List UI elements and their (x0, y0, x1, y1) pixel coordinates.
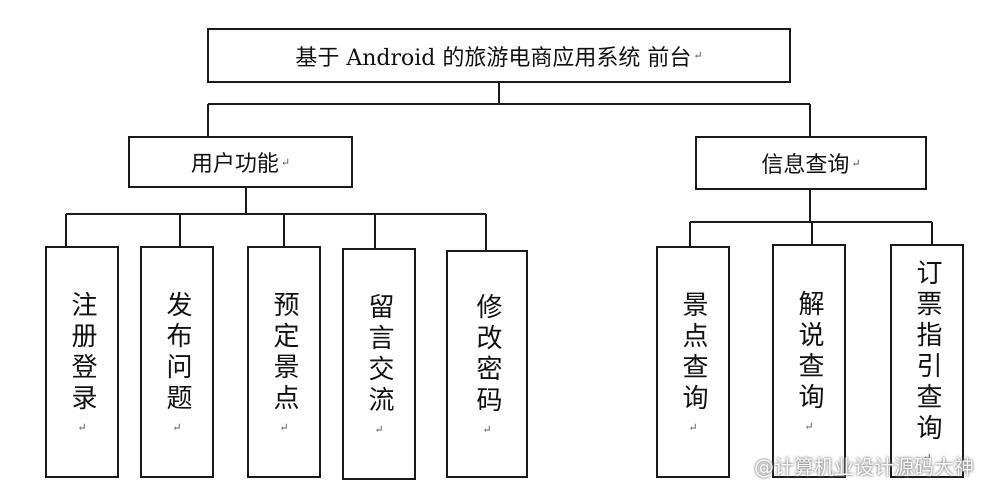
return-mark: ↵ (280, 155, 291, 169)
leaf-box-guide-query: 解说查询 ↵ (772, 244, 846, 478)
return-mark: ↵ (851, 156, 861, 170)
leaf-label-ticket-guide-query: 订票指引查询 (912, 258, 942, 445)
leaf-box-ticket-guide-query: 订票指引查询 ↵ (890, 244, 964, 478)
leaf-box-message-exchange: 留言交流 ↵ (342, 248, 416, 480)
leaf-label-message-exchange: 留言交流 (364, 292, 394, 417)
watermark: @计算机业设计源码大神 (754, 455, 974, 479)
leaf-label-register-login: 注册登录 (67, 290, 97, 415)
return-mark: ↵ (688, 420, 698, 434)
leaf-label-book-attraction: 预定景点 (269, 290, 299, 415)
group-label-info-query: 信息查询 (761, 153, 850, 178)
leaf-box-register-login: 注册登录 ↵ (45, 246, 119, 478)
return-mark: ↵ (693, 49, 703, 62)
leaf-label-post-question: 发布问题 (162, 290, 192, 415)
root-label: 基于 Android 的旅游电商应用系统 前台 (295, 45, 692, 71)
leaf-label-guide-query: 解说查询 (794, 289, 824, 414)
return-mark: ↵ (172, 420, 182, 434)
leaf-box-post-question: 发布问题 ↵ (140, 246, 214, 478)
leaf-box-book-attraction: 预定景点 ↵ (247, 246, 321, 478)
root-box: 基于 Android 的旅游电商应用系统 前台↵ (207, 28, 791, 83)
leaf-box-change-password: 修改密码 ↵ (446, 250, 528, 478)
return-mark: ↵ (77, 420, 87, 434)
return-mark: ↵ (374, 422, 384, 436)
return-mark: ↵ (482, 422, 492, 436)
leaf-box-attraction-query: 景点查询 ↵ (656, 246, 730, 478)
leaf-label-attraction-query: 景点查询 (678, 290, 708, 415)
leaf-label-change-password: 修改密码 (472, 292, 502, 417)
return-mark: ↵ (279, 420, 289, 434)
group-box-user-functions: 用户功能↵ (128, 136, 353, 188)
group-label-user-functions: 用户功能 (190, 152, 279, 177)
return-mark: ↵ (922, 450, 932, 464)
return-mark: ↵ (804, 419, 814, 433)
group-box-info-query: 信息查询↵ (695, 136, 927, 190)
